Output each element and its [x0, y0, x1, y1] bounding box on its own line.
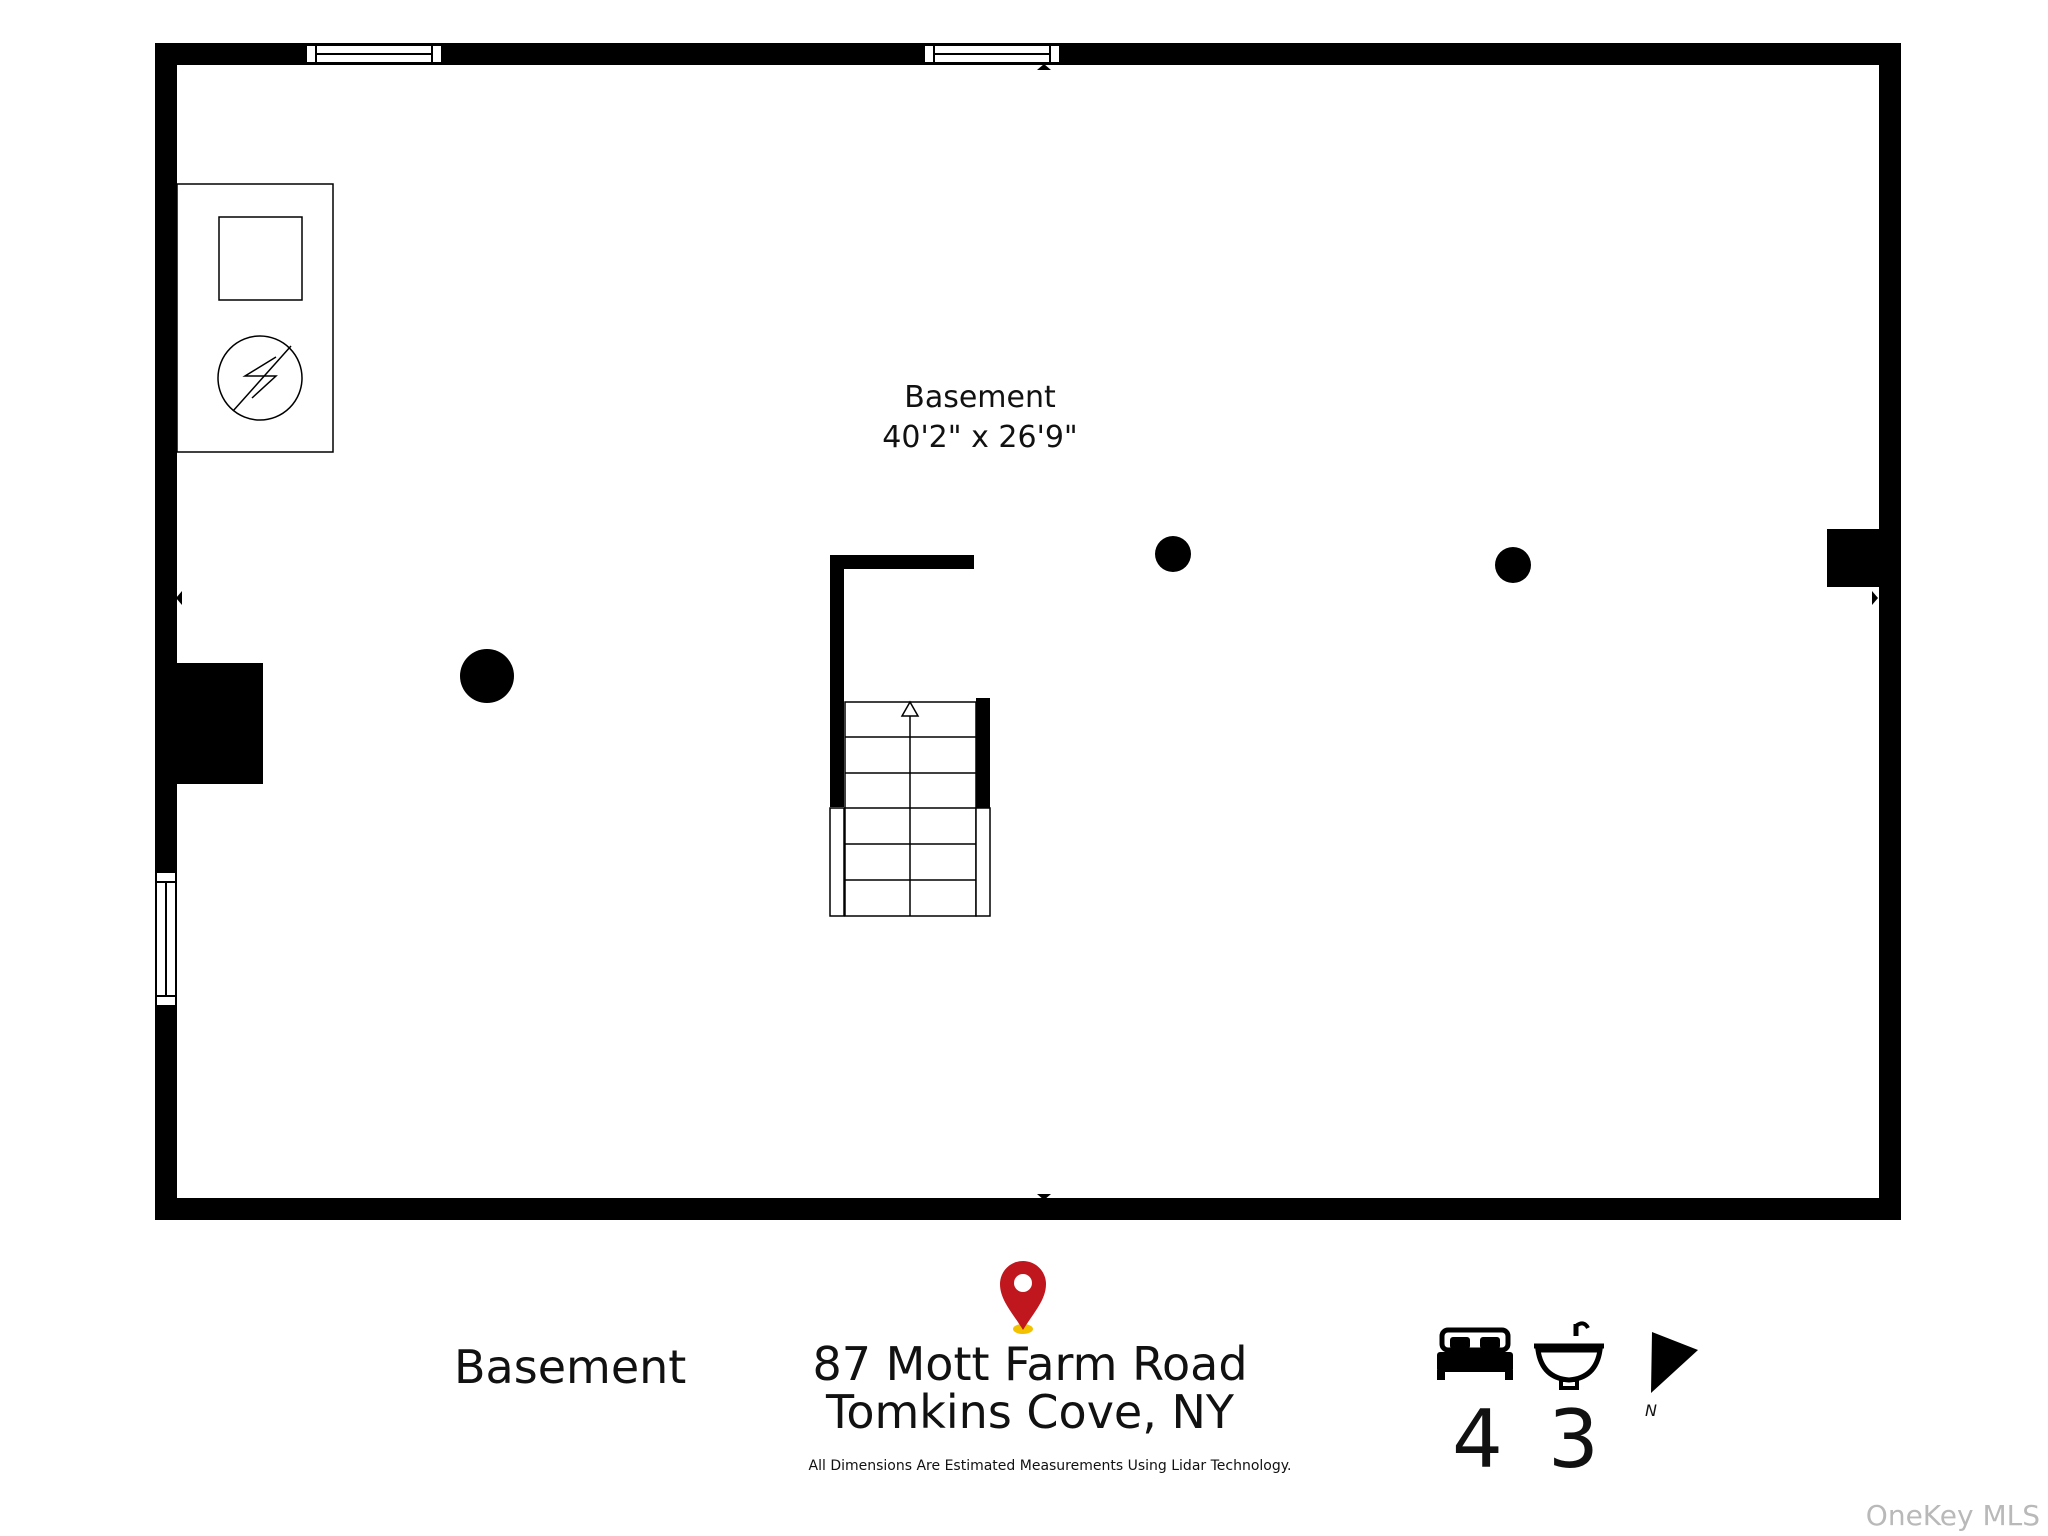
room-name: Basement [904, 380, 1056, 415]
compass-label: N [1645, 1401, 1657, 1420]
disclaimer: All Dimensions Are Estimated Measurement… [808, 1458, 1292, 1474]
stair-up-arrow-icon [900, 700, 920, 717]
support-column [1495, 547, 1531, 583]
bed-icon [1437, 1327, 1513, 1380]
staircase [829, 700, 991, 917]
stair-wall [830, 555, 974, 569]
watermark: OneKey MLS [1865, 1499, 2040, 1532]
exterior-wall [155, 43, 1901, 1220]
sink-icon [1534, 1321, 1604, 1390]
window-top-left [305, 44, 443, 64]
utility-area [176, 183, 334, 453]
wall-marker-top [1037, 64, 1051, 70]
wall-marker-bottom [1037, 1194, 1051, 1200]
address-line2: Tomkins Cove, NY [826, 1385, 1234, 1439]
boiler-icon [218, 216, 303, 301]
support-column [1155, 536, 1191, 572]
chimney-block [177, 663, 263, 784]
address: 87 Mott Farm Road Tomkins Cove, NY [780, 1340, 1280, 1436]
floor-label: Basement [454, 1340, 687, 1394]
support-column [460, 649, 514, 703]
wall-block-right [1827, 529, 1879, 587]
wall-marker-right [1872, 591, 1878, 605]
stair-wall [976, 698, 990, 808]
water-heater-icon [217, 335, 303, 421]
window-top-center [923, 44, 1061, 64]
location-pin-icon [1000, 1261, 1046, 1334]
room-dimensions: 40'2" x 26'9" [882, 420, 1077, 455]
address-line1: 87 Mott Farm Road [812, 1337, 1248, 1391]
beds-count: 4 [1452, 1393, 1503, 1486]
baths-count: 3 [1548, 1393, 1599, 1486]
window-left [155, 871, 177, 1007]
wall-marker-left [176, 591, 182, 605]
north-arrow-icon: N [1645, 1332, 1698, 1420]
stair-wall [830, 555, 844, 807]
